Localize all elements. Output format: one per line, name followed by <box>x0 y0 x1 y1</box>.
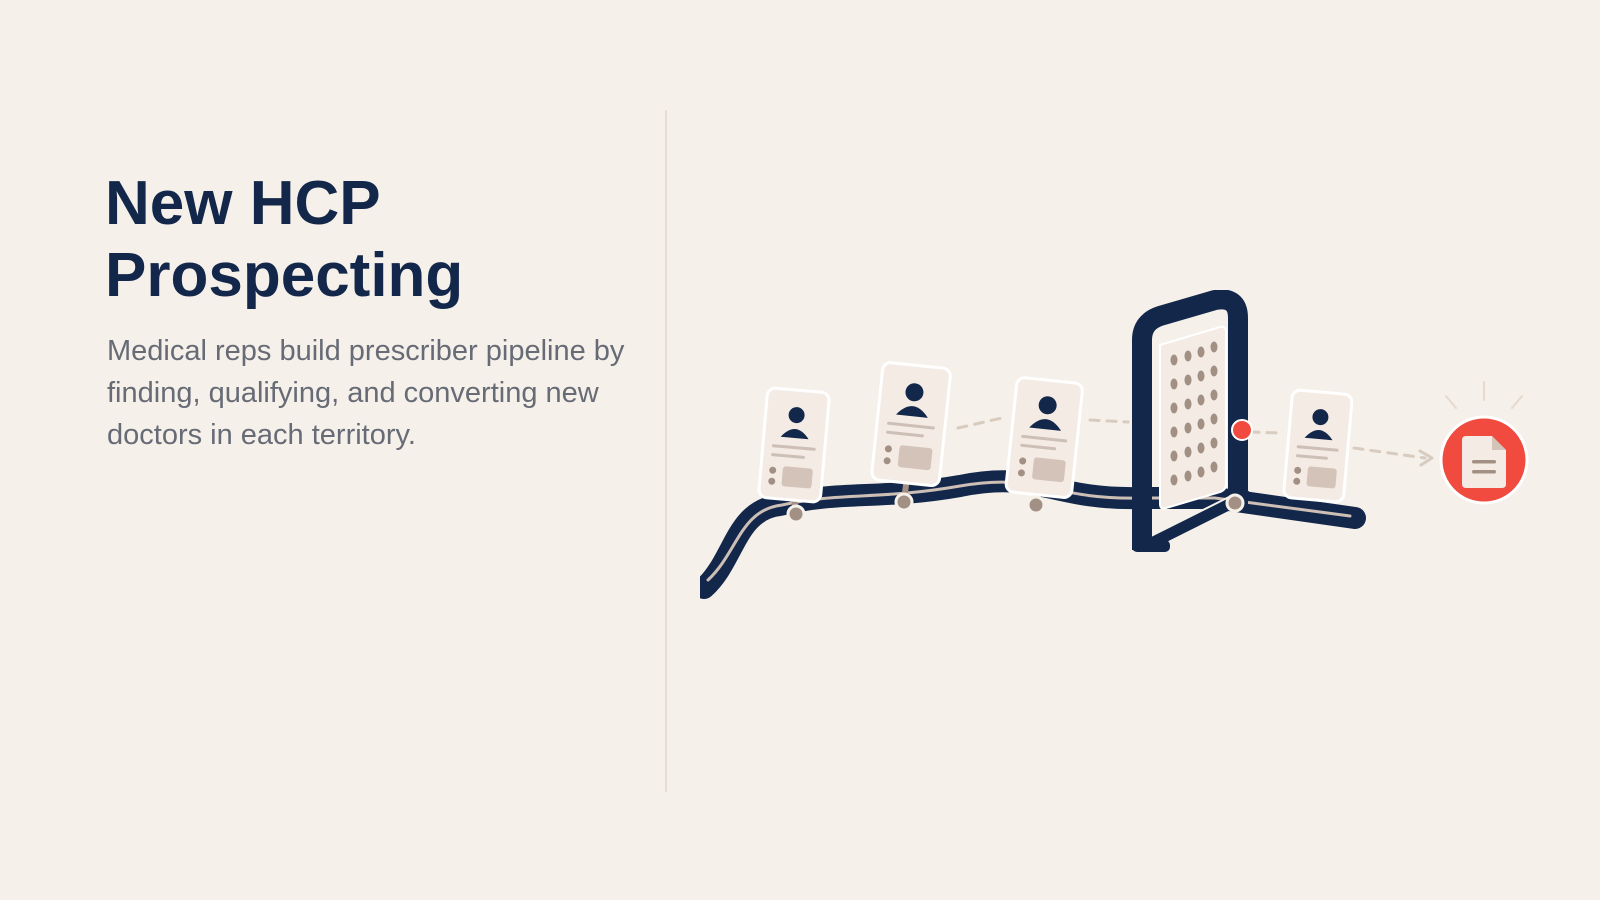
vertical-divider <box>665 110 667 792</box>
filter-gate-icon <box>1132 290 1253 552</box>
page-subtitle: Medical reps build prescriber pipeline b… <box>107 335 625 451</box>
arrow-head-icon <box>1418 449 1434 467</box>
doctor-profile-card-icon <box>870 361 952 512</box>
title-line-2: Prospecting <box>105 241 464 310</box>
document-icon <box>1439 381 1529 505</box>
page-title: New HCP Prospecting <box>105 168 625 312</box>
doctor-profile-card-icon <box>1282 388 1354 504</box>
dashed-connectors <box>956 416 1427 460</box>
doctor-profile-card-icon <box>1004 376 1084 515</box>
doctor-profile-card-icon <box>757 386 831 524</box>
title-line-1: New HCP <box>105 169 381 238</box>
prospecting-pipeline-illustration <box>700 290 1529 599</box>
